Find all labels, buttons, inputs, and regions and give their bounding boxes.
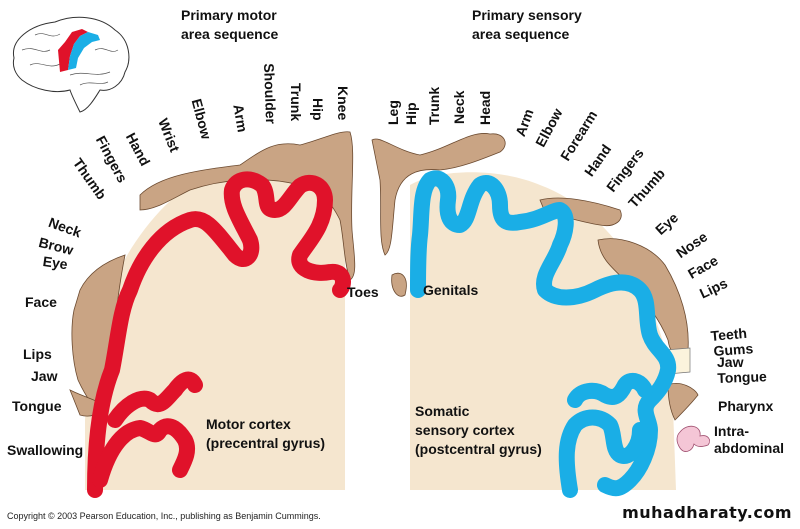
motor-label-face: Face: [25, 294, 57, 310]
sensory-label-abdominal: abdominal: [714, 440, 785, 456]
sensory-area-title: Primary sensory area sequence: [472, 6, 582, 44]
sensory-label-tongue: Tongue: [717, 368, 768, 386]
sensory-label-pharynx: Pharynx: [718, 398, 774, 414]
motor-label-tongue: Tongue: [12, 398, 62, 414]
sensory-label-jaw: Jaw: [717, 354, 744, 370]
motor-label-trunk: Trunk: [288, 83, 304, 122]
motor-title-line-1: Primary motor: [181, 7, 277, 23]
motor-cortex-label: Motor cortex (precentral gyrus): [206, 415, 325, 453]
motor-label-jaw: Jaw: [31, 368, 58, 384]
inset-brain-icon: [12, 16, 130, 113]
motor-label-hip: Hip: [310, 98, 326, 121]
sensory-label-genitals: Genitals: [423, 282, 479, 298]
sensory-title-line-1: Primary sensory: [472, 7, 582, 23]
motor-cortex-label-line-1: Motor cortex: [206, 416, 291, 432]
sensory-cortex-label-line-3: (postcentral gyrus): [415, 441, 542, 457]
sensory-title-line-2: area sequence: [472, 26, 570, 42]
motor-area-title: Primary motor area sequence: [181, 6, 278, 44]
sensory-label-hip: Hip: [403, 102, 419, 125]
motor-cortex-label-line-2: (precentral gyrus): [206, 435, 326, 451]
motor-cortex-ribbon: [87, 171, 351, 498]
motor-label-lips: Lips: [23, 346, 52, 362]
motor-cortex-lower: [92, 371, 203, 488]
sensory-cortex-label-line-1: Somatic: [415, 403, 470, 419]
motor-label-knee: Knee: [335, 86, 351, 121]
copyright-notice: Copyright © 2003 Pearson Education, Inc.…: [7, 511, 321, 521]
intestine-icon: [676, 425, 710, 452]
watermark: muhadharaty.com: [622, 503, 792, 522]
sensory-cortex-label-line-2: sensory cortex: [415, 422, 515, 438]
motor-label-toes: Toes: [347, 284, 379, 300]
sensory-cortex-label: Somatic sensory cortex (postcentral gyru…: [415, 402, 542, 459]
motor-title-line-2: area sequence: [181, 26, 279, 42]
sensory-label-leg: Leg: [385, 100, 401, 125]
sensory-label-intra: Intra-: [714, 423, 749, 439]
sensory-cortex-lower: [558, 372, 653, 498]
motor-label-shoulder: Shoulder: [261, 63, 280, 125]
motor-label-swallowing: Swallowing: [7, 442, 84, 458]
sensory-label-neck: Neck: [451, 90, 467, 124]
sensory-label-trunk: Trunk: [426, 86, 442, 125]
sensory-label-head: Head: [477, 90, 493, 125]
sensory-cortex-ribbon: [410, 170, 677, 497]
motor-label-eye: Eye: [41, 253, 69, 273]
